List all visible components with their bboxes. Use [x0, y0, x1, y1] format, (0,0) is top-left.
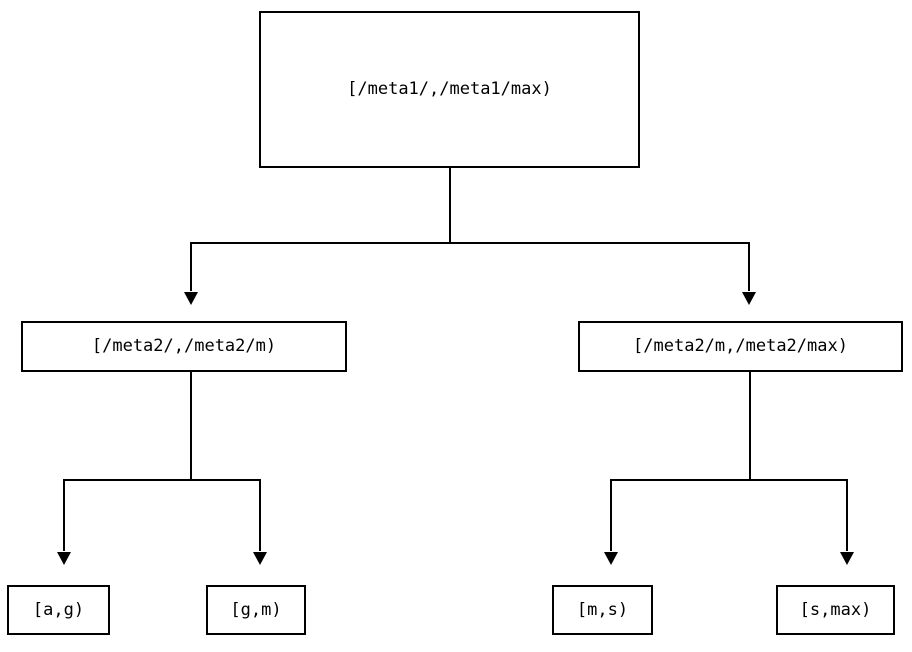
tree-node-leaf-3-label: [s,max): [799, 599, 872, 620]
tree-node-leaf-0[interactable]: [a,g): [7, 585, 110, 635]
arrowhead-root-to-mid-left: [184, 292, 198, 305]
tree-node-leaf-1-label: [g,m): [230, 599, 282, 620]
tree-node-leaf-1[interactable]: [g,m): [206, 585, 306, 635]
tree-node-mid-right-label: [/meta2/m,/meta2/max): [633, 336, 848, 356]
edge-mid-left-to-leaves-group: [57, 372, 267, 565]
tree-node-root-label: [/meta1/,/meta1/max): [347, 79, 552, 99]
arrowhead-mid-right-to-leaf-3: [840, 552, 854, 565]
tree-node-mid-left-label: [/meta2/,/meta2/m): [91, 336, 277, 356]
arrowhead-mid-left-to-leaf-0: [57, 552, 71, 565]
tree-node-leaf-2[interactable]: [m,s): [552, 585, 653, 635]
tree-node-leaf-3[interactable]: [s,max): [776, 585, 895, 635]
arrowhead-root-to-mid-right: [742, 292, 756, 305]
tree-node-leaf-2-label: [m,s): [576, 599, 629, 620]
tree-node-mid-right[interactable]: [/meta2/m,/meta2/max): [578, 321, 903, 372]
arrowhead-mid-left-to-leaf-1: [253, 552, 267, 565]
arrowhead-mid-right-to-leaf-2: [604, 552, 618, 565]
tree-node-leaf-0-label: [a,g): [32, 599, 85, 620]
edge-root-to-mid-group: [184, 168, 756, 305]
tree-node-root[interactable]: [/meta1/,/meta1/max): [259, 11, 640, 168]
tree-node-mid-left[interactable]: [/meta2/,/meta2/m): [21, 321, 347, 372]
edge-mid-right-to-leaves-group: [604, 372, 854, 565]
